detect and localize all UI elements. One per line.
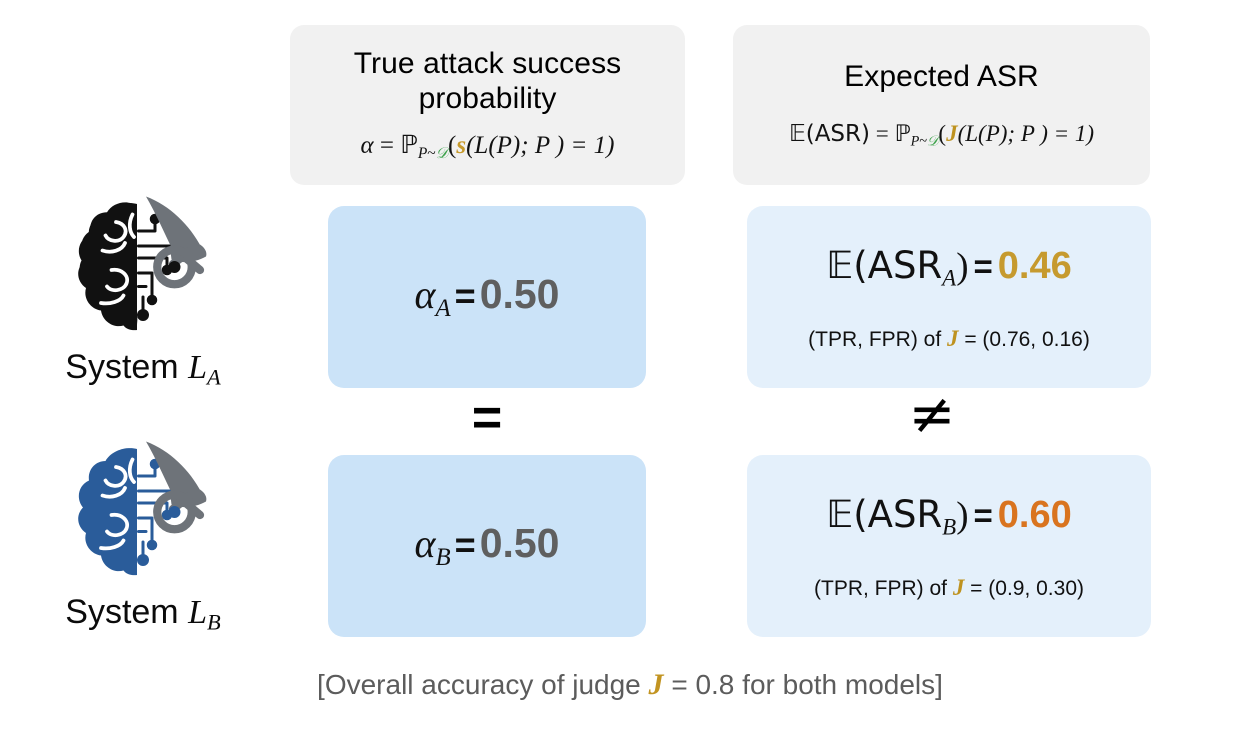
system-b-block: System LB [18,437,268,636]
header-asr-title: Expected ASR [844,59,1039,93]
system-a-label: System LA [65,348,220,391]
alpha-b-expression: αB=0.50 [415,520,560,572]
subscript-tilde-asr: ~ [919,133,928,150]
alpha-a-expression: αA=0.50 [415,271,560,323]
header-true-title-line1: True attack success [353,46,622,80]
header-expected-asr: Expected ASR 𝔼(ASR) = ℙP~𝒟(J(L(P); P ) =… [733,25,1150,185]
asr-a-equals: = [973,248,993,286]
asr-a-box: 𝔼(ASRA)=0.46 (TPR, FPR) of J = (0.76, 0.… [747,206,1151,388]
subscript-tilde: ~ [427,145,436,163]
formula-body-asr: (L(P); P ) = 1) [957,120,1095,146]
asr-b-value: 0.60 [997,494,1072,537]
alpha-a-equals: = [454,275,476,317]
alpha-symbol: α [360,132,374,160]
subscript-p: P [417,145,428,163]
system-a-label-symbol: L [188,349,207,386]
asr-a-subscript: A [942,265,957,291]
caption-prefix: [Overall accuracy of judge [317,669,649,700]
asr-b-rates-prefix: (TPR, FPR) of [814,576,953,600]
alpha-b-value: 0.50 [479,520,560,567]
judge-symbol: J [648,668,664,701]
header-true-title: True attack success probability [354,47,622,117]
expectation-symbol: 𝔼(ASR) [788,120,870,147]
system-a-label-prefix: System [65,348,189,386]
judge-symbol: J [946,120,958,146]
header-true-attack-success: True attack success probability α = ℙP~𝒟… [290,25,685,185]
brain-sword-icon [78,441,207,576]
scorer-symbol: s [456,132,467,160]
formula-body-true: (L(P); P ) = 1) [466,132,615,160]
asr-b-box: 𝔼(ASRB)=0.60 (TPR, FPR) of J = (0.9, 0.3… [747,455,1151,637]
system-a-block: System LA [18,192,268,391]
system-a-label-subscript: A [207,364,221,390]
caption-suffix: = 0.8 for both models] [663,669,943,700]
alpha-a-value: 0.50 [479,271,560,318]
asr-a-value: 0.46 [997,245,1072,288]
asr-a-close-paren: ) [956,246,969,288]
alpha-comparison-operator: = [471,389,503,447]
distribution-symbol: 𝒟 [435,144,449,163]
alpha-a-box: αA=0.50 [328,206,646,388]
asr-b-equals: = [973,497,993,535]
asr-b-expectation: 𝔼(ASR [826,493,943,537]
system-b-label-prefix: System [65,593,189,631]
alpha-b-box: αB=0.50 [328,455,646,637]
asr-b-subscript: B [942,514,957,540]
subscript-p-asr: P [910,133,920,150]
alpha-a-symbol: α [414,272,436,318]
asr-b-rates-value: = (0.9, 0.30) [964,576,1084,600]
brain-sword-icon [78,196,207,331]
alpha-b-subscript: B [435,543,451,571]
alpha-a-subscript: A [435,294,451,322]
header-true-formula: α = ℙP~𝒟(s(L(P); P ) = 1) [360,130,615,163]
header-true-title-line2: probability [418,81,557,115]
asr-b-close-paren: ) [956,495,969,537]
judge-symbol: J [952,574,965,600]
system-b-label: System LB [65,593,220,636]
judge-symbol: J [947,325,959,351]
asr-a-rates-value: = (0.76, 0.16) [958,327,1090,351]
asr-a-rates: (TPR, FPR) of J = (0.76, 0.16) [808,326,1090,352]
system-b-label-symbol: L [188,594,207,631]
header-asr-formula: 𝔼(ASR) = ℙP~𝒟(J(L(P); P ) = 1) [788,120,1095,150]
asr-b-expression: 𝔼(ASRB)=0.60 [826,493,1072,540]
equals-sign: = [379,132,395,160]
system-b-label-subscript: B [207,609,221,635]
equals-sign-asr: = [875,120,889,146]
asr-b-rates: (TPR, FPR) of J = (0.9, 0.30) [814,575,1084,601]
asr-comparison-operator: ≠ [908,382,956,447]
probability-symbol-asr: ℙ [894,120,911,147]
probability-symbol: ℙ [400,130,418,160]
alpha-b-symbol: α [414,521,436,567]
asr-a-expression: 𝔼(ASRA)=0.46 [826,244,1072,291]
asr-a-rates-prefix: (TPR, FPR) of [808,327,947,351]
distribution-symbol-asr: 𝒟 [927,133,939,150]
asr-a-expectation: 𝔼(ASR [826,244,943,288]
alpha-b-equals: = [454,524,476,566]
figure-caption: [Overall accuracy of judge J = 0.8 for b… [0,668,1260,702]
